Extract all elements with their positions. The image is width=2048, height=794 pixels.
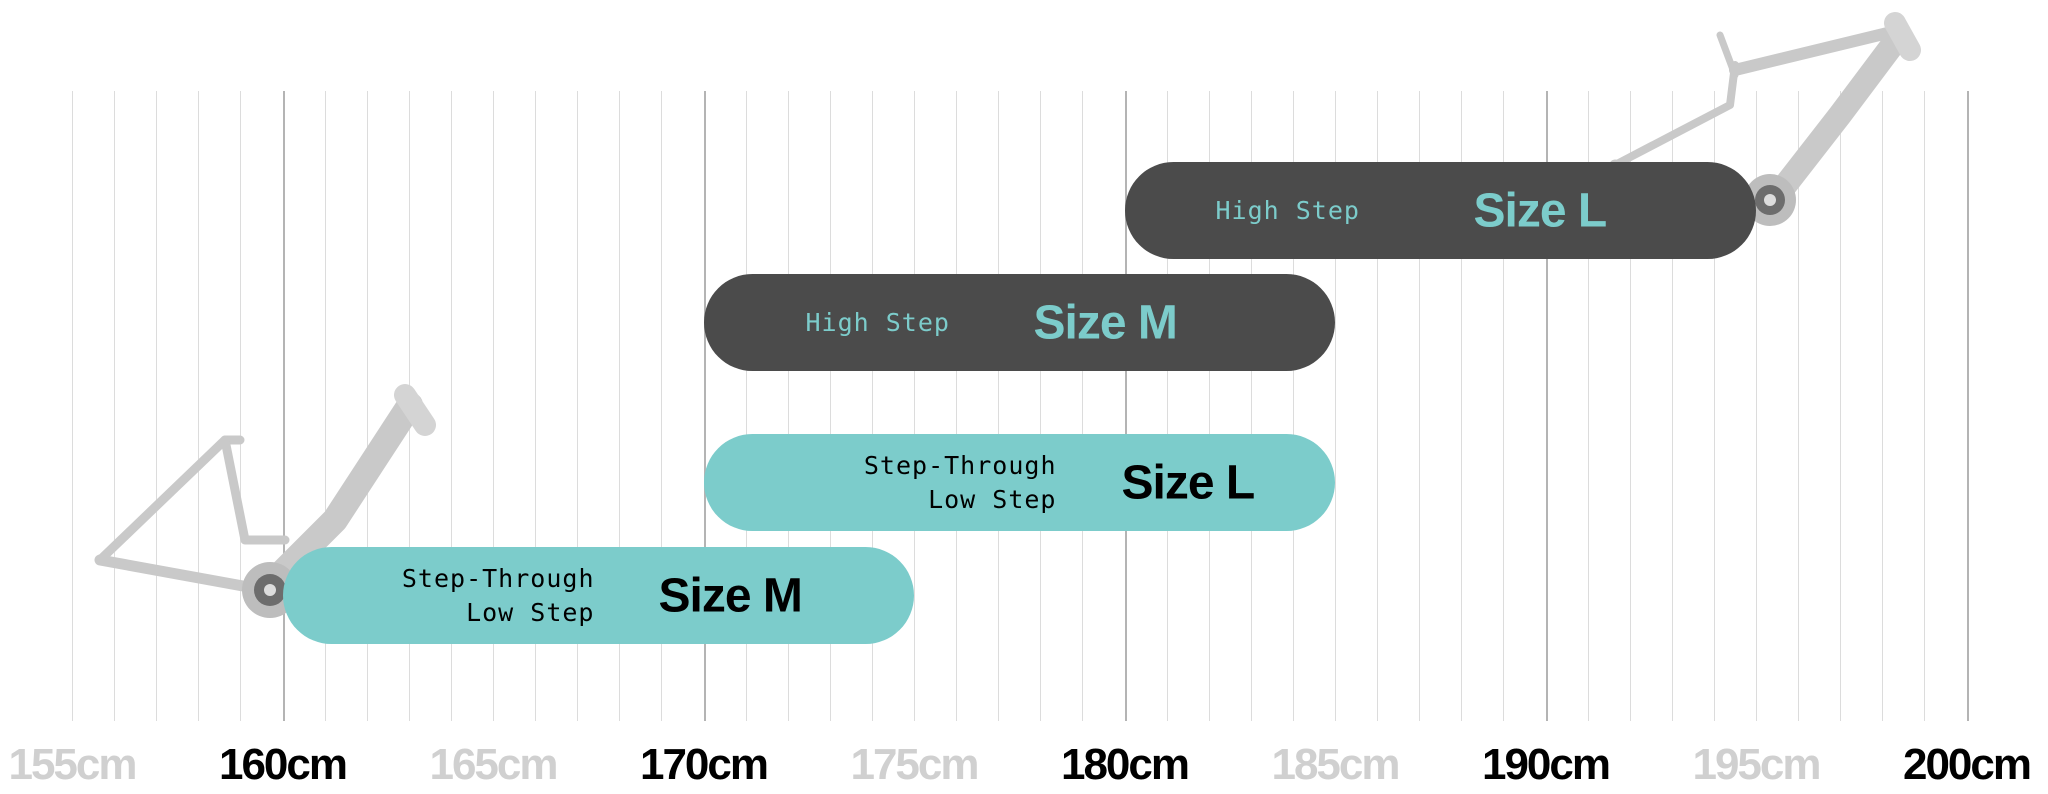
size-label: Size L [1121, 456, 1256, 509]
gridline [1124, 91, 1127, 721]
gridline [1756, 91, 1757, 721]
x-tick-label: 170cm [639, 740, 769, 789]
gridline [1335, 91, 1336, 721]
gridline [956, 91, 958, 721]
gridline [114, 91, 116, 721]
gridline [1966, 91, 1969, 721]
gridline [703, 91, 706, 721]
gridline [1292, 91, 1294, 721]
gridline [1671, 91, 1673, 721]
gridline [998, 91, 1000, 721]
gridline [1587, 91, 1589, 721]
gridline [450, 91, 452, 721]
gridline [282, 91, 285, 721]
x-tick-label: 180cm [1060, 740, 1190, 789]
gridline [72, 91, 73, 721]
gridline [1840, 91, 1842, 721]
gridline [1208, 91, 1210, 721]
gridline [1503, 91, 1505, 721]
gridline [787, 91, 789, 721]
size-label: Size M [658, 569, 803, 622]
x-tick-label: 160cm [218, 740, 348, 789]
size-range-bar: High Step Size L [1124, 162, 1756, 259]
frame-type-label: Step-Through Low Step [863, 450, 1057, 514]
gridline [745, 91, 747, 721]
gridline [1082, 91, 1084, 721]
x-tick-label: 165cm [429, 740, 558, 789]
x-tick-label: 195cm [1692, 740, 1821, 789]
high-step-bike-frame-icon [1609, 12, 1921, 226]
gridline [198, 91, 200, 721]
x-tick-label: 155cm [8, 740, 137, 789]
gridline [914, 91, 915, 721]
x-tick-label: 200cm [1902, 740, 2032, 789]
frame-type-label: Step-Through Low Step [401, 563, 595, 627]
frame-type-label: High Step [1215, 195, 1360, 225]
gridline [1882, 91, 1884, 721]
gridline [661, 91, 663, 721]
gridline [535, 91, 537, 721]
gridline [1166, 91, 1168, 721]
gridline [493, 91, 494, 721]
size-label: Size M [1033, 296, 1178, 349]
gridline [366, 91, 368, 721]
gridline [1461, 91, 1463, 721]
gridline [829, 91, 831, 721]
gridline [577, 91, 579, 721]
gridline [1250, 91, 1252, 721]
size-label: Size L [1473, 184, 1608, 237]
gridline [1545, 91, 1548, 721]
gridline [1924, 91, 1926, 721]
gridline [156, 91, 158, 721]
gridline [1798, 91, 1800, 721]
x-tick-label: 185cm [1271, 740, 1400, 789]
gridline [324, 91, 326, 721]
size-range-bar: High Step Size M [703, 274, 1335, 371]
gridline [240, 91, 242, 721]
gridline [1713, 91, 1715, 721]
gridline [1419, 91, 1421, 721]
gridline [1377, 91, 1379, 721]
size-range-bar: Step-Through Low Step Size M [282, 547, 914, 644]
frame-type-label: High Step [805, 307, 950, 337]
gridline [619, 91, 621, 721]
gridline [871, 91, 873, 721]
size-range-bar: Step-Through Low Step Size L [703, 434, 1335, 531]
low-step-bike-frame-icon [94, 384, 436, 618]
x-tick-label: 190cm [1481, 740, 1611, 789]
gridline [1040, 91, 1042, 721]
gridline [1629, 91, 1631, 721]
x-tick-label: 175cm [850, 740, 979, 789]
